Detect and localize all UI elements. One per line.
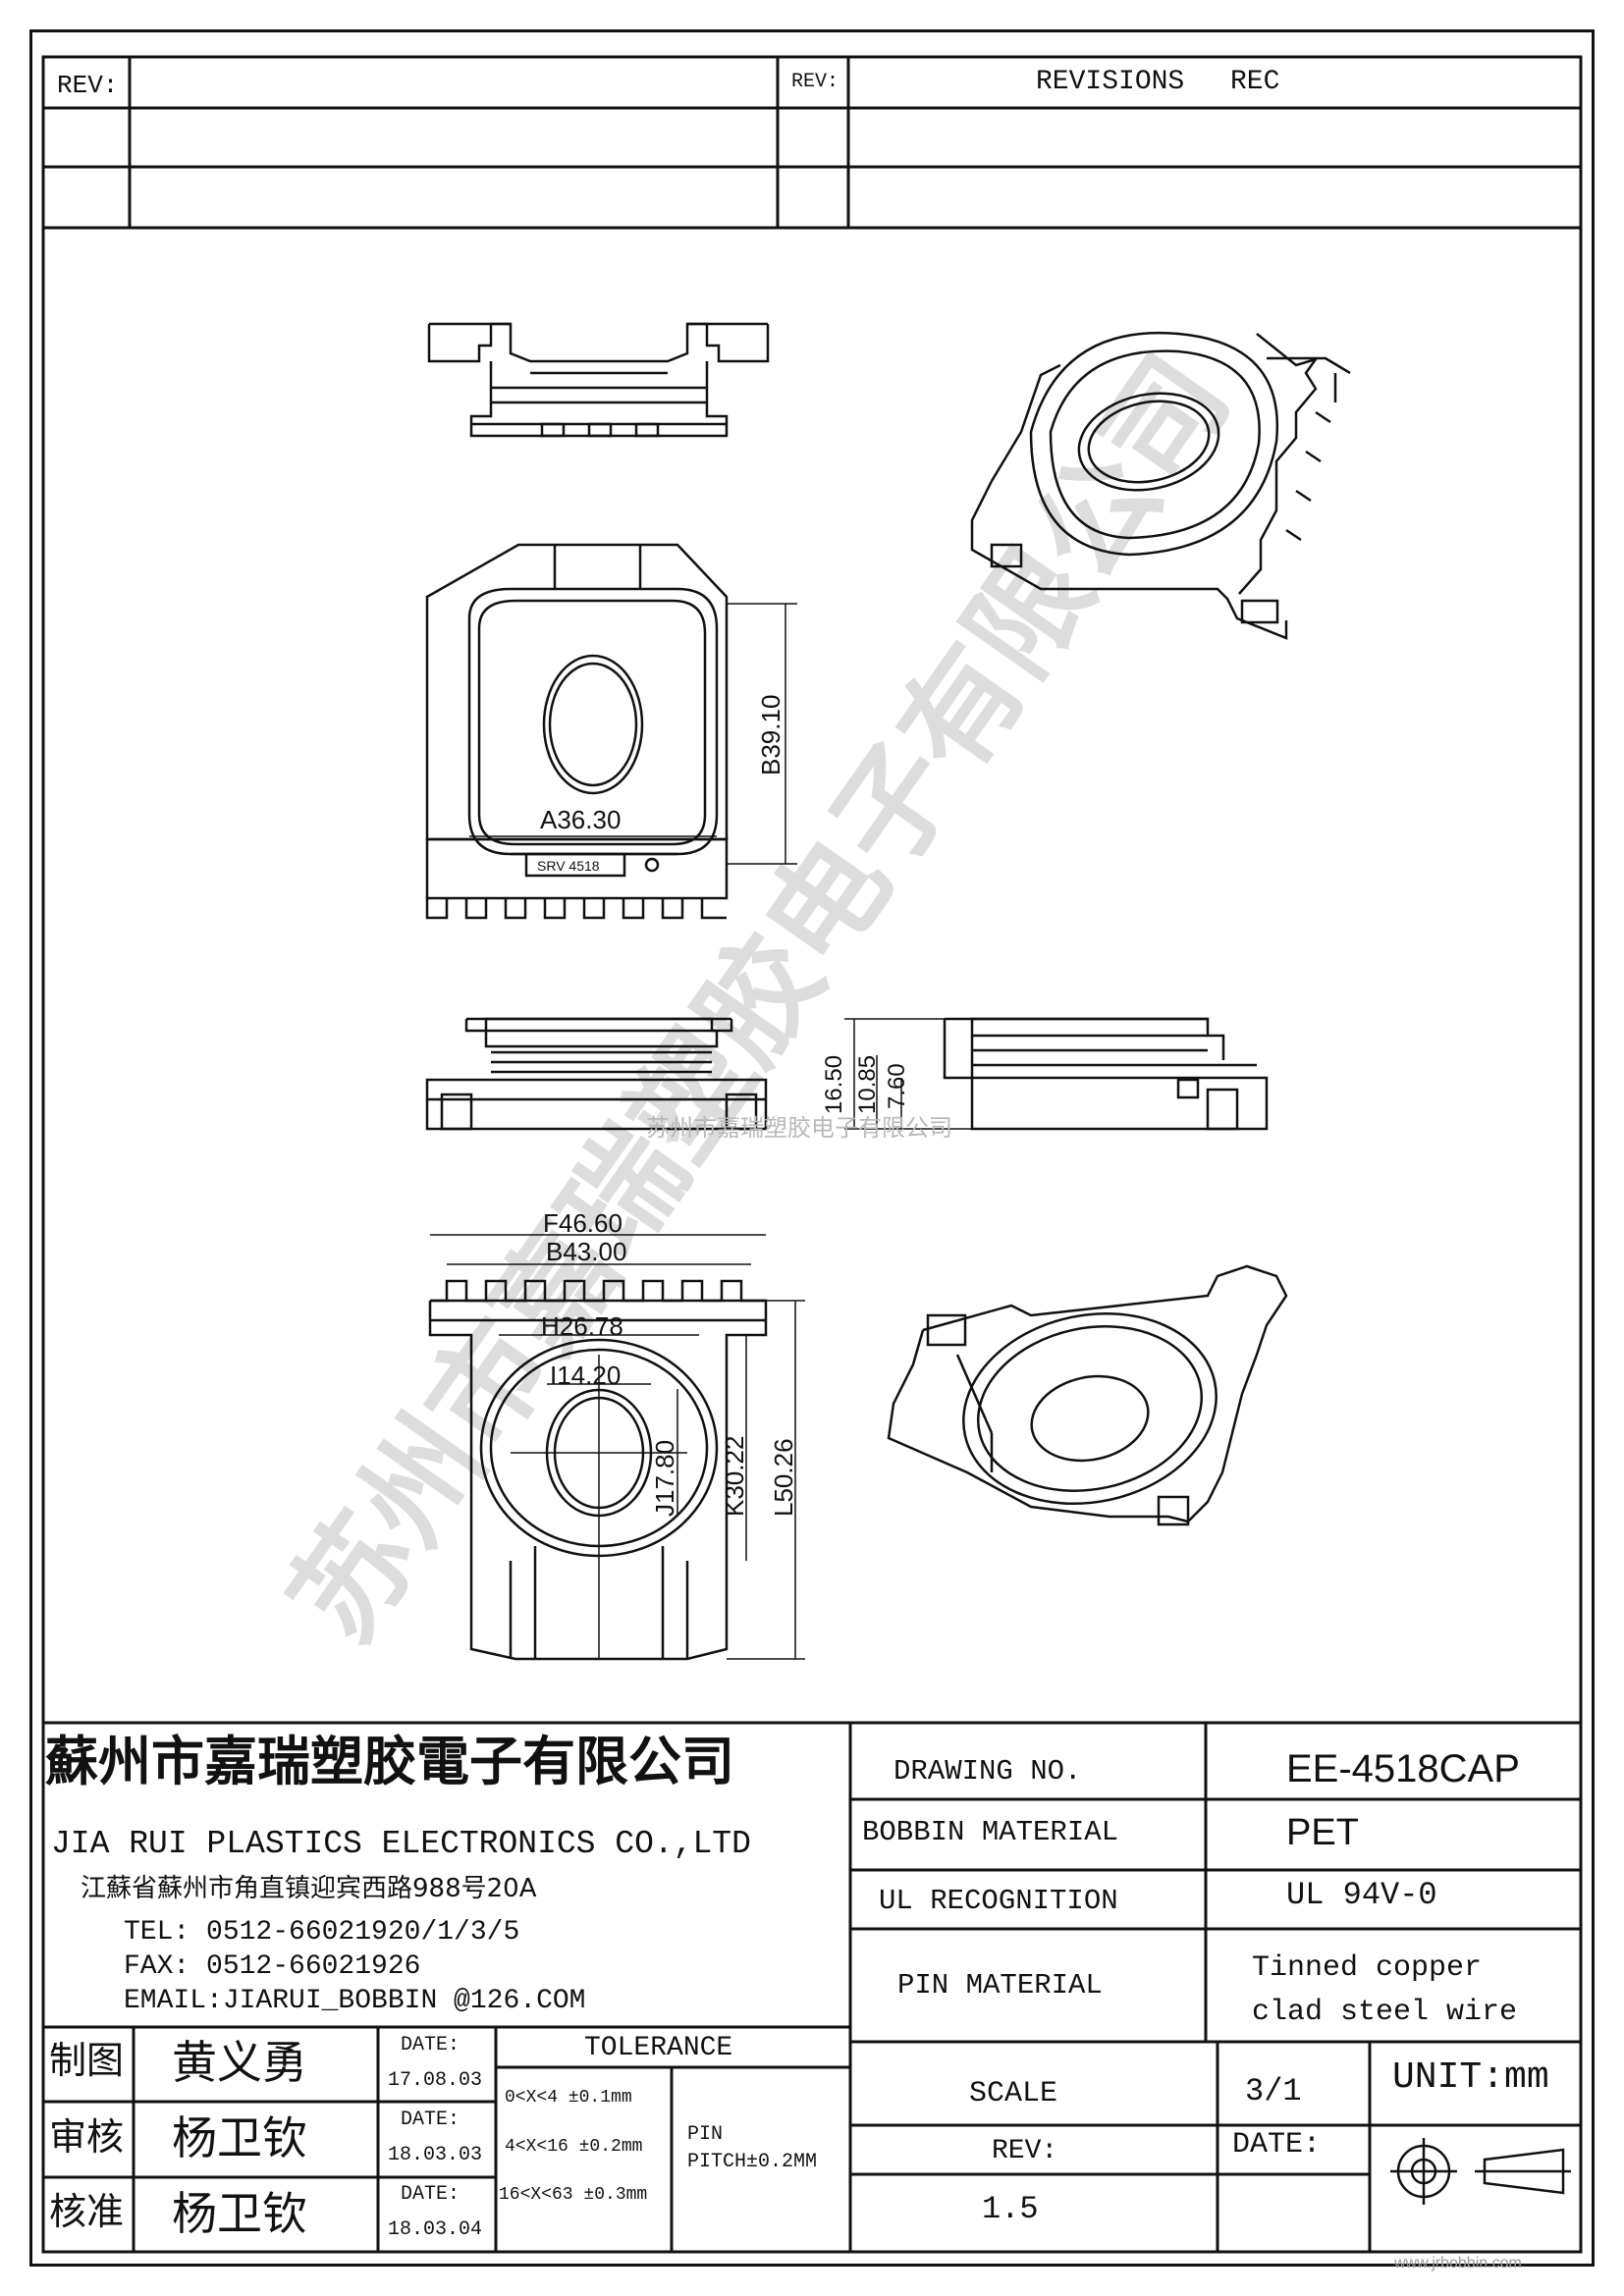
drawing-no-value: EE-4518CAP <box>1286 1747 1520 1790</box>
outer-border <box>29 29 1595 2267</box>
date-draw: 17.08.03 <box>388 2069 483 2092</box>
drawing-no-label: DRAWING NO. <box>893 1755 1082 1788</box>
date-head-approve: DATE: <box>401 2183 460 2206</box>
rev-value: 1.5 <box>982 2191 1039 2227</box>
company-address: 江蘇省蘇州市角直镇迎宾西路988号20A <box>81 1874 537 1903</box>
date-head-check: DATE: <box>401 2109 460 2131</box>
dim-1650-label: 16.50 <box>821 1054 847 1114</box>
unit-label: UNIT:mm <box>1392 2056 1549 2099</box>
projection-symbol-icon <box>1390 2138 1571 2205</box>
dim-l-label: L50.26 <box>769 1438 798 1517</box>
tolerance-range-2: 4<X<16 ±0.2mm <box>505 2137 643 2157</box>
right-elevation-view <box>844 1017 1269 1131</box>
rec-header: REC <box>1230 67 1280 97</box>
name-draw: 黄义勇 <box>172 2036 307 2089</box>
date-check: 18.03.03 <box>388 2144 483 2166</box>
company-tel: TEL: 0512-66021920/1/3/5 <box>124 1917 520 1948</box>
date-label: DATE: <box>1232 2128 1322 2162</box>
company-email: EMAIL:JIARUI_BOBBIN @126.COM <box>124 1986 586 2016</box>
scale-value: 3/1 <box>1245 2073 1302 2109</box>
pin-material-label: PIN MATERIAL <box>897 1969 1103 2002</box>
dim-f-label: F46.60 <box>543 1208 623 1238</box>
company-name-cn: 蘇州市嘉瑞塑胶電子有限公司 <box>45 1731 734 1792</box>
pin-material-value-1: Tinned copper <box>1252 1951 1483 1985</box>
footer-url: www.jrbobbin.com <box>1394 2255 1522 2271</box>
role-check: 审核 <box>49 2115 125 2159</box>
dim-760-label: 7.60 <box>884 1063 910 1109</box>
date-approve: 18.03.04 <box>388 2218 483 2241</box>
ul-recognition-value: UL 94V-0 <box>1286 1877 1437 1913</box>
tolerance-range-1: 0<X<4 ±0.1mm <box>505 2088 632 2108</box>
company-name-en: JIA RUI PLASTICS ELECTRONICS CO.,LTD <box>51 1826 751 1862</box>
name-approve: 杨卫钦 <box>172 2187 307 2240</box>
scale-label: SCALE <box>969 2077 1058 2110</box>
role-approve: 核准 <box>49 2190 125 2233</box>
pin-label: PIN <box>687 2123 724 2146</box>
top-view <box>425 543 797 920</box>
bobbin-material-value: PET <box>1286 1812 1359 1853</box>
dim-j-label: J17.80 <box>650 1439 679 1517</box>
dim-k-label: K30.22 <box>720 1435 749 1517</box>
dim-1085-label: 10.85 <box>854 1054 881 1114</box>
rev-label-left: REV: <box>57 71 119 100</box>
name-check: 杨卫钦 <box>172 2111 307 2164</box>
dim-a-label: A36.30 <box>540 805 622 834</box>
dim-h-label: H26.78 <box>541 1311 623 1341</box>
svg-text:苏州市嘉瑞塑胶电子有限公司: 苏州市嘉瑞塑胶电子有限公司 <box>265 333 1256 1666</box>
pitch-label: PITCH±0.2MM <box>687 2151 818 2173</box>
ul-recognition-label: UL RECOGNITION <box>879 1885 1118 1917</box>
watermark-text: 苏州市嘉瑞塑胶电子有限公司 <box>646 1115 952 1142</box>
bottom-view <box>428 1234 805 1661</box>
dim-b2-label: B43.00 <box>546 1237 627 1266</box>
role-draw: 制图 <box>49 2039 125 2082</box>
dim-b-label: B39.10 <box>756 694 785 775</box>
company-fax: FAX: 0512-66021926 <box>124 1951 421 1982</box>
rev-label-right: REV: <box>791 71 839 93</box>
title-block-grid <box>43 1721 1581 2252</box>
isometric-view-bottom <box>887 1264 1288 1526</box>
bobbin-marking: SRV 4518 <box>537 858 600 874</box>
watermark-diagonal: 苏州市嘉瑞塑胶电子有限公司 <box>265 333 1256 1666</box>
bobbin-material-label: BOBBIN MATERIAL <box>862 1816 1119 1848</box>
pin-material-value-2: clad steel wire <box>1252 1996 1518 2029</box>
revisions-header: REVISIONS <box>1036 67 1185 97</box>
rev-label: REV: <box>992 2136 1058 2166</box>
isometric-view-top <box>970 331 1351 640</box>
tolerance-label: TOLERANCE <box>584 2033 733 2063</box>
side-elevation-view <box>425 1017 768 1131</box>
date-head-draw: DATE: <box>401 2034 460 2056</box>
tolerance-range-3: 16<X<63 ±0.3mm <box>499 2185 648 2205</box>
dim-i-label: I14.20 <box>550 1361 622 1390</box>
front-elevation-view <box>427 322 770 438</box>
